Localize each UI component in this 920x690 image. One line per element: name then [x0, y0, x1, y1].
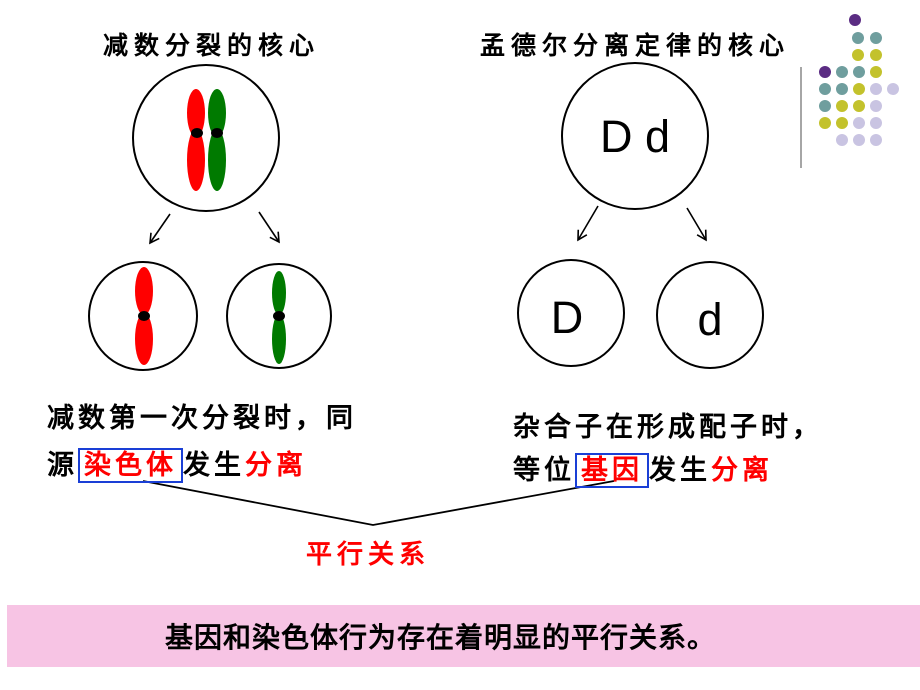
left-description-line2: 源染色体发生分离 [47, 443, 307, 483]
arrow-right-to-recessive [686, 207, 707, 242]
chromatid-green-upper [208, 89, 226, 137]
right-description-prefix: 等位 [513, 455, 575, 486]
right-heading: 孟德尔分离定律的核心 [480, 31, 791, 60]
left-description-prefix: 源 [47, 450, 78, 481]
chromatid-green-lower [208, 129, 226, 191]
right-description-line1: 杂合子在形成配子时， [513, 412, 823, 443]
daughter-red-lower [135, 313, 153, 365]
chromatid-red-upper [187, 89, 205, 137]
arrow-right-to-dominant [577, 205, 599, 242]
conclusion-text: 基因和染色体行为存在着明显的平行关系。 [165, 621, 717, 654]
conclusion-banner: 基因和染色体行为存在着明显的平行关系。 [7, 605, 920, 667]
arrow-left-to-red [149, 213, 171, 245]
chromosome-term-box: 染色体 [78, 448, 183, 483]
parent-cell-left [132, 64, 280, 212]
right-separation-term: 分离 [711, 455, 773, 486]
arrow-left-to-green [258, 211, 280, 244]
centromere-green [211, 128, 223, 138]
gamete-cell-dominant [517, 259, 625, 367]
gene-term-box: 基因 [575, 453, 649, 488]
daughter-green-centromere [273, 311, 285, 321]
parent-cell-right [561, 62, 709, 210]
left-heading: 减数分裂的核心 [103, 31, 321, 60]
parallel-connector [142, 480, 615, 526]
daughter-green-upper [272, 271, 286, 315]
right-description-line2: 等位基因发生分离 [513, 448, 773, 488]
gamete-recessive-allele: d [697, 294, 722, 345]
left-description-mid: 发生 [183, 450, 245, 481]
decor-dot-grid [819, 14, 899, 146]
daughter-cell-red [88, 261, 198, 371]
left-description-line1: 减数第一次分裂时，同 [47, 403, 357, 434]
daughter-red-centromere [138, 311, 150, 321]
daughter-red-upper [135, 267, 153, 315]
centromere-red [191, 128, 203, 138]
parallel-relation-label: 平行关系 [306, 540, 431, 570]
left-separation-term: 分离 [245, 450, 307, 481]
gamete-cell-recessive [656, 261, 764, 369]
gamete-dominant-allele: D [551, 292, 584, 343]
chromatid-red-lower [187, 129, 205, 191]
parent-genotype: D d [600, 111, 670, 162]
daughter-cell-green [226, 263, 332, 369]
daughter-green-lower [272, 314, 286, 364]
right-description-mid: 发生 [649, 455, 711, 486]
